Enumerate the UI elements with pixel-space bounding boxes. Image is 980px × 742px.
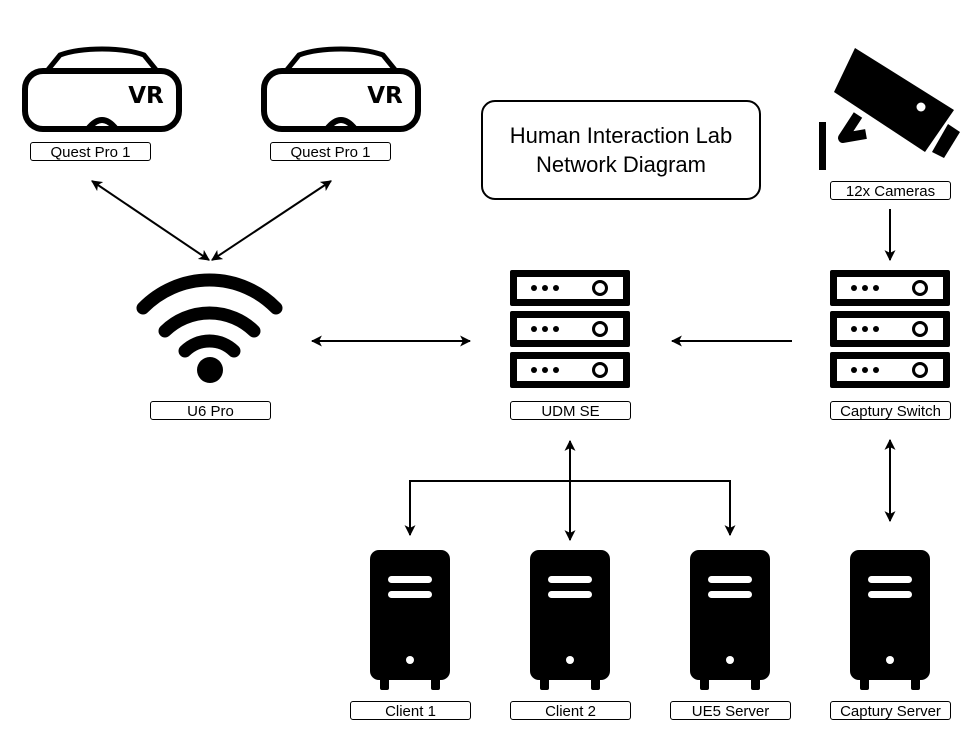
node-label-ue5-server: UE5 Server [670, 701, 791, 720]
server-tower-icon [690, 550, 770, 690]
wifi-access-point-icon [136, 273, 283, 383]
server-tower-icon [530, 550, 610, 690]
node-label-client2: Client 2 [510, 701, 631, 720]
diagram-title-line1: Human Interaction Lab [509, 123, 733, 148]
node-label-quest-pro-a: Quest Pro 1 [30, 142, 151, 161]
server-rack-icon [508, 268, 632, 390]
security-camera-icon [819, 48, 960, 170]
link-quest-b-u6pro [211, 180, 332, 261]
vr-headset-icon: VR [264, 49, 418, 129]
link-quest-a-u6pro [91, 180, 210, 261]
svg-text:VR: VR [128, 83, 164, 109]
node-label-client1: Client 1 [350, 701, 471, 720]
link-udmse-client1 [404, 480, 570, 537]
server-tower-icon [370, 550, 450, 690]
node-label-captury-server: Captury Server [830, 701, 951, 720]
server-tower-icon [850, 550, 930, 690]
node-label-u6pro: U6 Pro [150, 401, 271, 420]
node-label-cameras: 12x Cameras [830, 181, 951, 200]
node-label-udmse: UDM SE [510, 401, 631, 420]
diagram-title-box: Human Interaction Lab Network Diagram [481, 100, 761, 200]
link-udmse-ue5 [570, 480, 736, 537]
server-rack-icon [828, 268, 952, 390]
node-label-captury-switch: Captury Switch [830, 401, 951, 420]
node-label-quest-pro-b: Quest Pro 1 [270, 142, 391, 161]
svg-text:VR: VR [367, 83, 403, 109]
vr-headset-icon: VR [25, 49, 179, 129]
diagram-title-line2: Network Diagram [536, 152, 706, 177]
